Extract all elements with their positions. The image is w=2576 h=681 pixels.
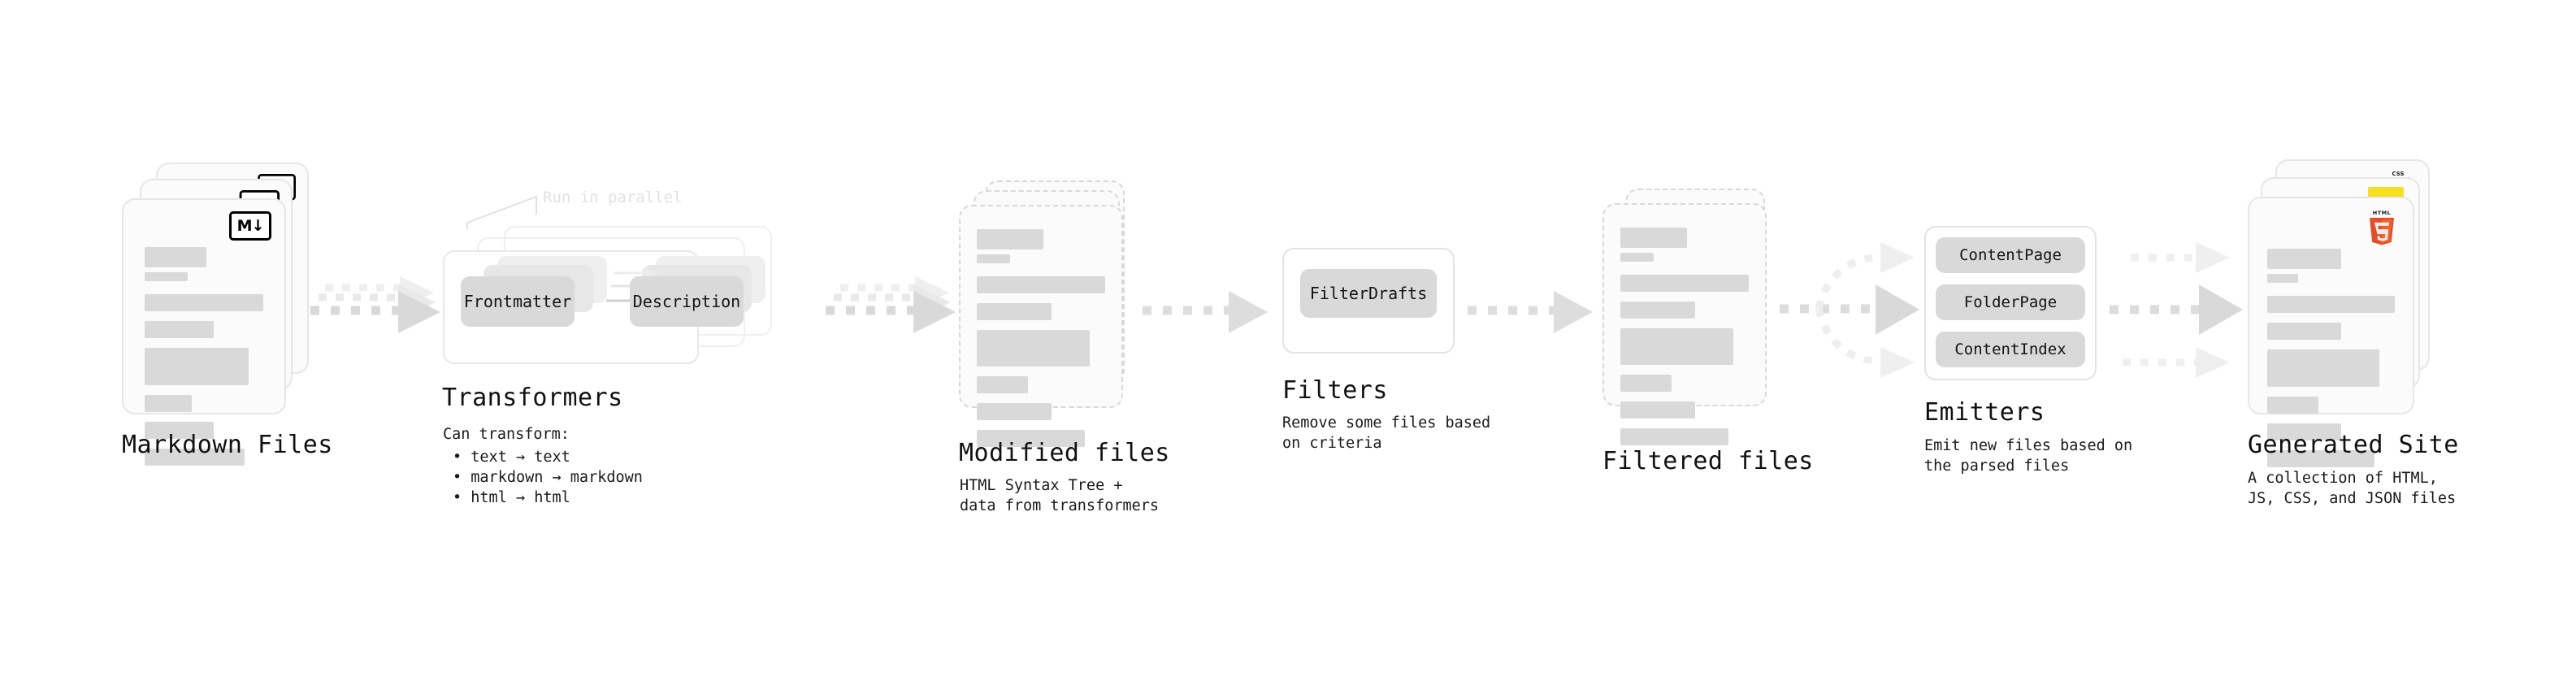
- placeholder-line: [1620, 375, 1672, 392]
- placeholder-line: [1620, 401, 1695, 419]
- filtered-card-stack: [1602, 189, 1781, 445]
- filters-caption-1: on criteria: [1282, 435, 1382, 452]
- modified-card-front: [959, 205, 1123, 447]
- filter-chip-label: FilterDrafts: [1309, 284, 1428, 303]
- stage-generated-site: CSS HTML: [2248, 159, 2458, 507]
- placeholder-line: [145, 321, 214, 338]
- stage-modified-files: Modified files HTML Syntax Tree + data f…: [959, 180, 1169, 514]
- placeholder-line: [977, 403, 1052, 420]
- filters-title: Filters: [1282, 376, 1388, 405]
- connector-transformers-to-modified: [822, 275, 969, 340]
- transformers-bullet-2: • html → html: [453, 489, 570, 506]
- generated-site-caption-1: JS, CSS, and JSON files: [2248, 490, 2457, 507]
- connector-filters-to-filtered: [1463, 286, 1609, 343]
- run-in-parallel-label: Run in parallel: [543, 189, 683, 206]
- transformers-bullet-1: • markdown → markdown: [453, 469, 643, 486]
- emitters-caption-1: the parsed files: [1924, 458, 2070, 475]
- placeholder-line: [977, 254, 1011, 263]
- modified-card-stack: [959, 180, 1146, 447]
- markdown-icon-arrow: ↓: [251, 216, 265, 235]
- markdown-card-front: M↓: [122, 198, 286, 466]
- placeholder-line: [2267, 323, 2342, 340]
- placeholder-line: [1620, 253, 1654, 262]
- placeholder-line: [145, 449, 245, 466]
- card-placeholder-lines: [977, 229, 1105, 447]
- placeholder-line: [145, 395, 193, 412]
- connector-modified-to-filters: [1138, 286, 1284, 343]
- placeholder-line: [2267, 296, 2395, 313]
- emitter-chip-contentpage[interactable]: ContentPage: [1936, 237, 2085, 273]
- stage-markdown-files: M↓ M↓ M↓: [122, 163, 332, 466]
- emitter-chip-folderpage[interactable]: FolderPage: [1936, 284, 2085, 320]
- transformer-chip-label: Frontmatter: [463, 292, 572, 311]
- card-placeholder-lines: [2267, 249, 2395, 467]
- placeholder-line: [2267, 349, 2380, 387]
- placeholder-line: [977, 330, 1091, 367]
- placeholder-line: [2267, 450, 2374, 467]
- transformer-chip-label: Description: [632, 292, 741, 311]
- placeholder-line: [977, 229, 1044, 249]
- generated-card-html: HTML: [2248, 197, 2414, 467]
- markdown-icon: M↓: [229, 211, 271, 241]
- transformer-chip-description[interactable]: Description: [630, 276, 744, 327]
- markdown-card-stack: M↓ M↓ M↓: [122, 163, 309, 466]
- markdown-icon-letter: M: [236, 216, 253, 235]
- generated-site-caption-0: A collection of HTML,: [2248, 470, 2438, 487]
- placeholder-line: [977, 430, 1085, 447]
- emitter-chip-label: ContentPage: [1959, 246, 2062, 264]
- filters-caption-0: Remove some files based: [1282, 414, 1491, 432]
- emitter-chip-contentindex[interactable]: ContentIndex: [1936, 332, 2085, 367]
- filtered-files-title: Filtered files: [1602, 447, 1814, 475]
- modified-files-caption-0: HTML Syntax Tree +: [960, 477, 1123, 494]
- placeholder-line: [2267, 249, 2342, 269]
- placeholder-line: [145, 422, 214, 439]
- card-placeholder-lines: [1620, 228, 1749, 445]
- modified-files-title: Modified files: [959, 439, 1170, 467]
- placeholder-line: [1620, 301, 1695, 319]
- transformers-title: Transformers: [442, 384, 623, 412]
- html5-icon: HTML: [2366, 208, 2398, 245]
- placeholder-line: [145, 247, 206, 267]
- placeholder-line: [2267, 397, 2318, 414]
- placeholder-line: [145, 348, 249, 385]
- connector-emitters-to-generated: [2103, 236, 2257, 382]
- placeholder-line: [1620, 275, 1749, 292]
- emitter-chip-label: FolderPage: [1963, 293, 2058, 311]
- placeholder-line: [145, 294, 263, 311]
- transformer-chip-frontmatter[interactable]: Frontmatter: [461, 276, 575, 327]
- card-placeholder-lines: [145, 247, 263, 466]
- modified-files-caption-1: data from transformers: [960, 497, 1160, 514]
- generated-site-title: Generated Site: [2248, 431, 2459, 459]
- connector-markdown-to-transformers: [307, 275, 453, 340]
- transformers-caption: Can transform:: [443, 426, 570, 443]
- placeholder-line: [1620, 328, 1734, 365]
- transformers-bullet-0: • text → text: [453, 449, 570, 466]
- generated-card-stack: CSS HTML: [2248, 159, 2443, 467]
- placeholder-line: [977, 376, 1029, 393]
- placeholder-line: [1620, 228, 1688, 248]
- placeholder-line: [2267, 274, 2298, 283]
- filter-chip-filterdrafts[interactable]: FilterDrafts: [1300, 269, 1437, 318]
- filtered-card-front: [1602, 203, 1767, 445]
- run-in-parallel-leader: [459, 187, 605, 236]
- placeholder-line: [145, 272, 188, 281]
- emitters-caption-0: Emit new files based on: [1924, 437, 2133, 454]
- svg-text:HTML: HTML: [2373, 210, 2391, 216]
- placeholder-line: [977, 303, 1052, 320]
- emitter-chip-label: ContentIndex: [1954, 340, 2066, 358]
- markdown-files-title: Markdown Files: [122, 431, 333, 459]
- connector-filtered-to-emitters: [1780, 236, 1934, 382]
- emitters-title: Emitters: [1924, 398, 2045, 427]
- placeholder-line: [1620, 428, 1728, 445]
- placeholder-line: [2267, 423, 2342, 440]
- svg-text:CSS: CSS: [2392, 171, 2404, 177]
- placeholder-line: [977, 276, 1105, 293]
- stage-filtered-files: Filtered files: [1602, 189, 1813, 475]
